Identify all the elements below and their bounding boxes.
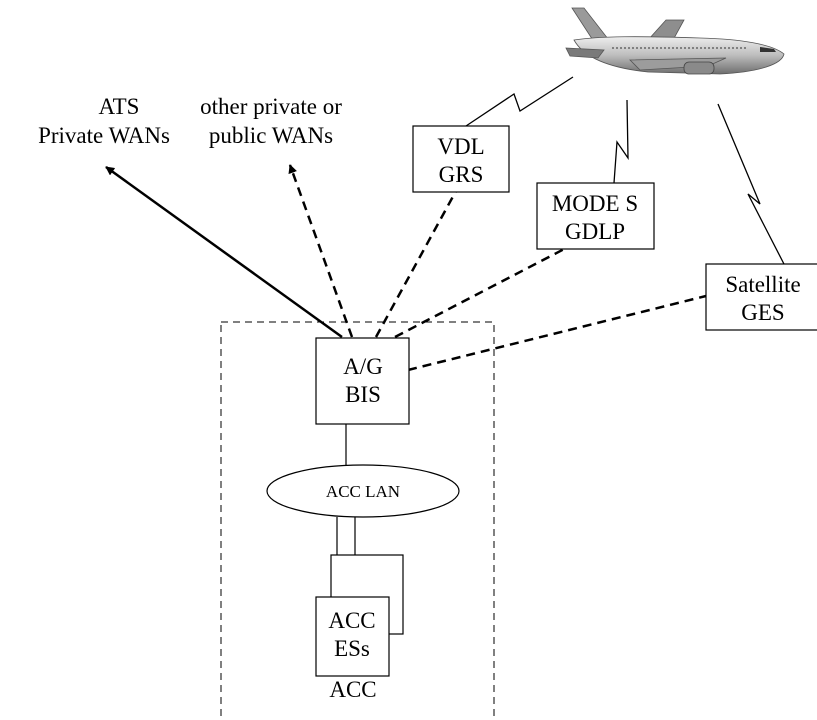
satellite-link bbox=[407, 294, 707, 372]
ag-bis-box bbox=[315, 337, 410, 425]
other-wan-label-line1: other private or bbox=[200, 94, 342, 119]
vdl-link bbox=[374, 190, 458, 338]
acc-es-box-front bbox=[315, 596, 390, 677]
other-wan-label-line2: public WANs bbox=[209, 123, 333, 148]
modes-gdlp-label-line1: MODE S bbox=[552, 191, 638, 216]
satellite-ges-label-line1: Satellite bbox=[725, 272, 800, 297]
modes-link bbox=[394, 244, 571, 339]
acc-es-label-line1: ACC bbox=[328, 608, 375, 633]
vdl-radio-link bbox=[465, 76, 574, 127]
other-wan-link bbox=[288, 164, 354, 338]
modes-radio-link bbox=[613, 99, 629, 184]
acc-boundary bbox=[220, 321, 495, 720]
satellite-radio-link bbox=[717, 103, 786, 267]
acc-label: ACC bbox=[329, 677, 376, 702]
modes-gdlp-label-line2: GDLP bbox=[565, 219, 625, 244]
satellite-ges-label-line2: GES bbox=[741, 300, 784, 325]
acc-es-label-line2: ESs bbox=[334, 636, 370, 661]
acc-lan-label: ACC LAN bbox=[326, 482, 400, 501]
ats-wan-label-line1: ATS bbox=[99, 94, 140, 119]
vdl-grs-label-line2: GRS bbox=[439, 162, 484, 187]
ats-wan-link bbox=[105, 165, 343, 339]
satellite-ges-box bbox=[705, 263, 817, 331]
airplane-icon bbox=[565, 7, 785, 75]
acc-lan-ellipse bbox=[266, 464, 460, 518]
vdl-grs-label-line1: VDL bbox=[437, 134, 484, 159]
ag-bis-label-line1: A/G bbox=[343, 354, 383, 379]
ats-wan-label-line2: Private WANs bbox=[38, 123, 170, 148]
modes-gdlp-box bbox=[536, 182, 655, 250]
vdl-grs-box bbox=[412, 125, 510, 193]
ag-bis-label-line2: BIS bbox=[345, 382, 381, 407]
